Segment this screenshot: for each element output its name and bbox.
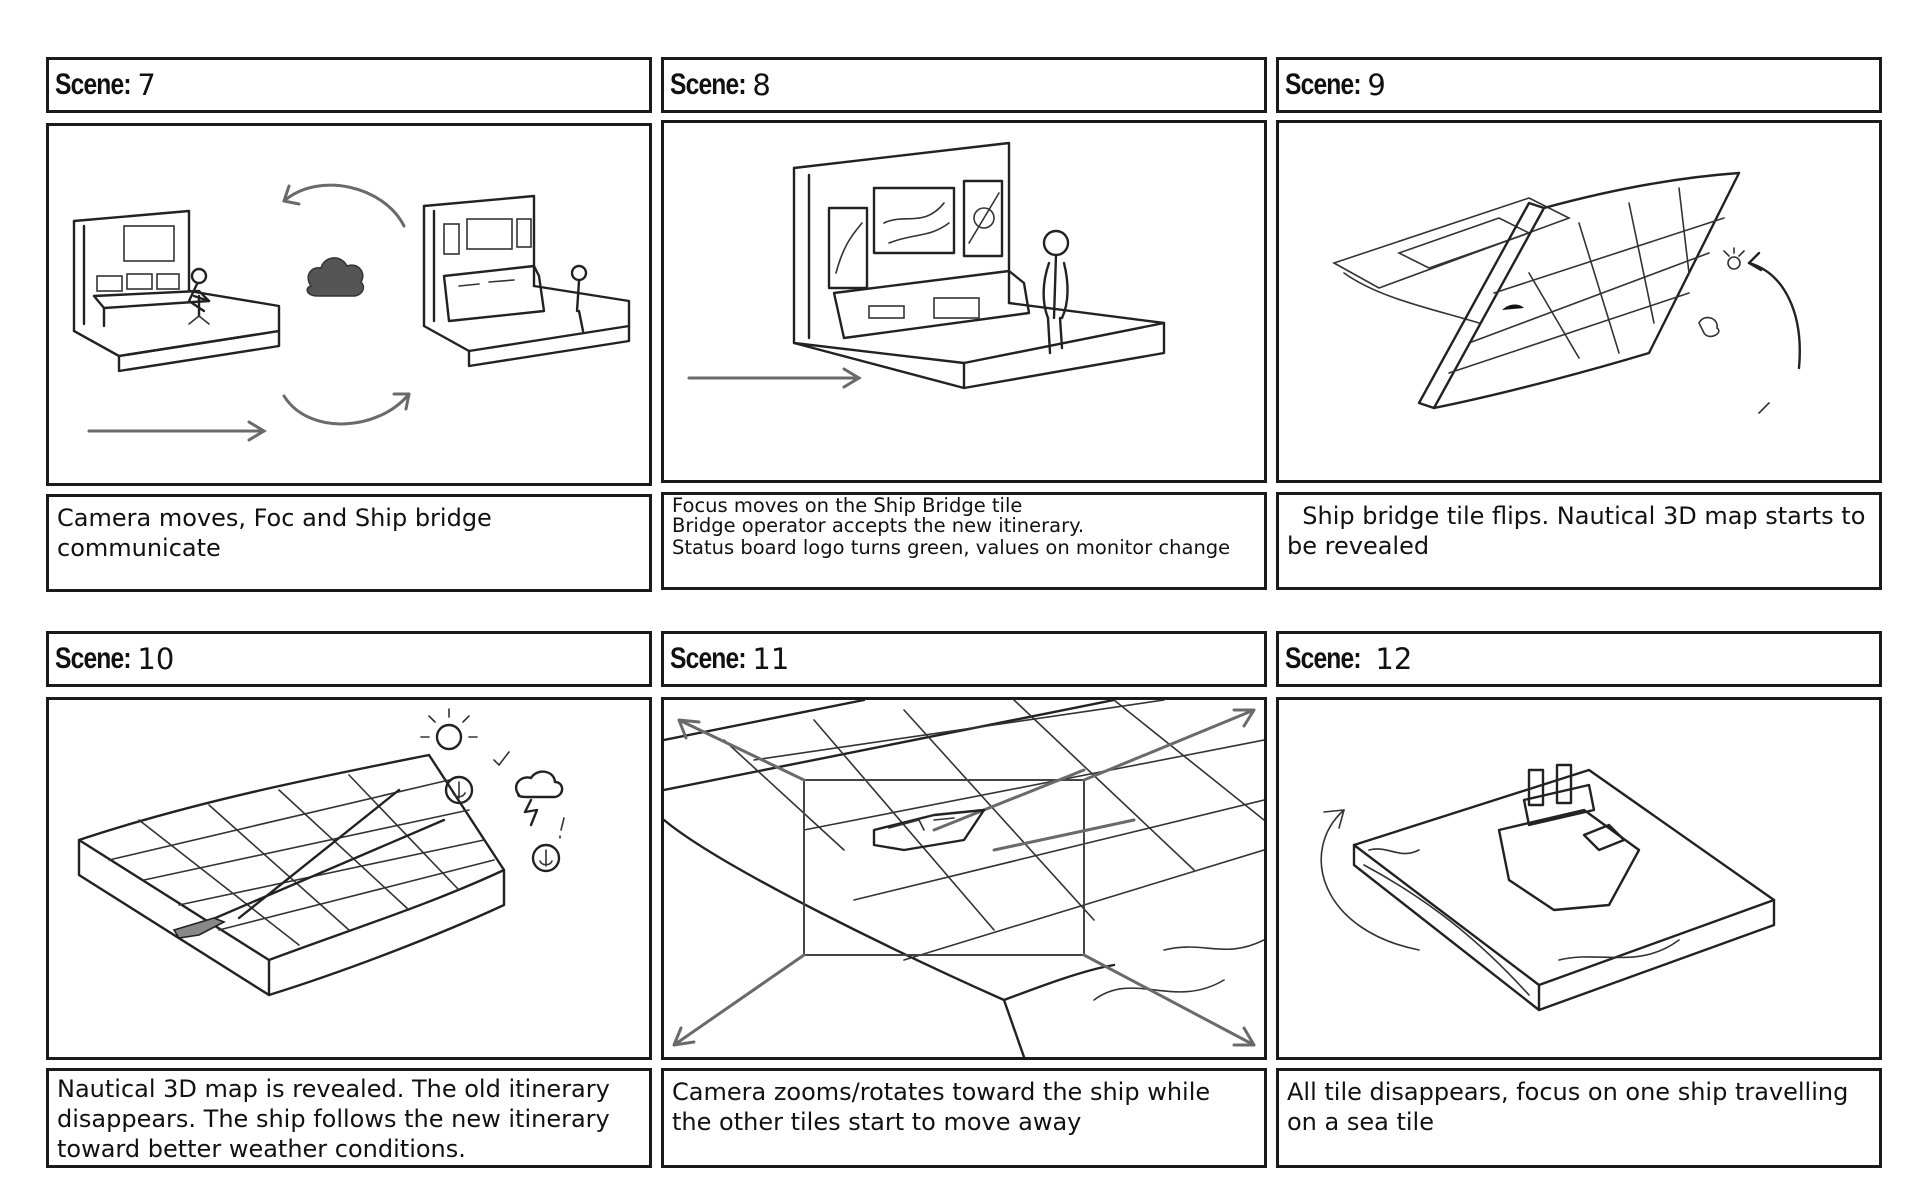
- scene-number: 11: [752, 642, 790, 676]
- scene-label: Scene:: [1285, 68, 1362, 101]
- scene-9-title: Scene: 9: [1276, 57, 1882, 113]
- cycle-arrow-icon: [282, 183, 411, 426]
- scene-label: Scene:: [55, 68, 132, 101]
- storm-cloud-icon: [514, 770, 564, 827]
- anchor-icon: [444, 775, 561, 873]
- scene-label: Scene:: [55, 642, 132, 675]
- desk-room-icon: [72, 209, 281, 373]
- caption-line: All tile disappears, focus on one ship t…: [1287, 1078, 1849, 1136]
- sun-icon: [420, 708, 478, 751]
- caption-line: Bridge operator accepts the new itinerar…: [672, 514, 1085, 537]
- scene-10-title: Scene: 10: [46, 631, 652, 687]
- ship-icon: [172, 917, 226, 939]
- caption-line: Camera zooms/rotates toward the ship whi…: [672, 1078, 1211, 1136]
- scene-8-caption: Focus moves on the Ship Bridge tile Brid…: [661, 492, 1267, 590]
- scene-label: Scene:: [670, 642, 747, 675]
- scene-number: 9: [1367, 68, 1386, 102]
- scene-11-caption: Camera zooms/rotates toward the ship whi…: [661, 1068, 1267, 1168]
- scene-7-title: Scene: 7: [46, 57, 652, 113]
- caption-line: Status board logo turns green, values on…: [672, 536, 1231, 559]
- scene-12-frame: [1276, 697, 1882, 1060]
- scene-8-frame: [661, 120, 1267, 483]
- caption-line: Focus moves on the Ship Bridge tile: [672, 494, 1023, 517]
- scene-11-title: Scene: 11: [661, 631, 1267, 687]
- ship-icon: [1497, 763, 1641, 912]
- rotate-arrow-icon: [1320, 809, 1420, 951]
- arrow-right-icon: [87, 420, 267, 442]
- caption-line: Nautical 3D map is revealed. The old iti…: [57, 1075, 610, 1163]
- scene-9-caption: Ship bridge tile flips. Nautical 3D map …: [1276, 492, 1882, 590]
- scene-7-caption: Camera moves, Foc and Ship bridge commun…: [46, 494, 652, 592]
- scene-number: 7: [137, 68, 156, 102]
- scene-8-title: Scene: 8: [661, 57, 1267, 113]
- scene-12-caption: All tile disappears, focus on one ship t…: [1276, 1068, 1882, 1168]
- scene-number: 8: [752, 68, 771, 102]
- bridge-room-icon: [422, 194, 631, 368]
- caption-line: Ship bridge tile flips. Nautical 3D map …: [1287, 502, 1866, 560]
- scene-7-frame: [46, 123, 652, 486]
- cloud-icon: [306, 257, 365, 297]
- scene-9-frame: [1276, 120, 1882, 483]
- scene-number: 10: [137, 642, 175, 676]
- scene-11-frame: [661, 697, 1267, 1060]
- scene-10-frame: [46, 697, 652, 1060]
- scene-12-title: Scene: 12: [1276, 631, 1882, 687]
- scene-label: Scene:: [1285, 642, 1362, 675]
- scene-10-caption: Nautical 3D map is revealed. The old iti…: [46, 1068, 652, 1168]
- scene-label: Scene:: [670, 68, 747, 101]
- caption-line: Camera moves, Foc and Ship bridge commun…: [57, 504, 492, 562]
- scene-number: 12: [1375, 642, 1413, 676]
